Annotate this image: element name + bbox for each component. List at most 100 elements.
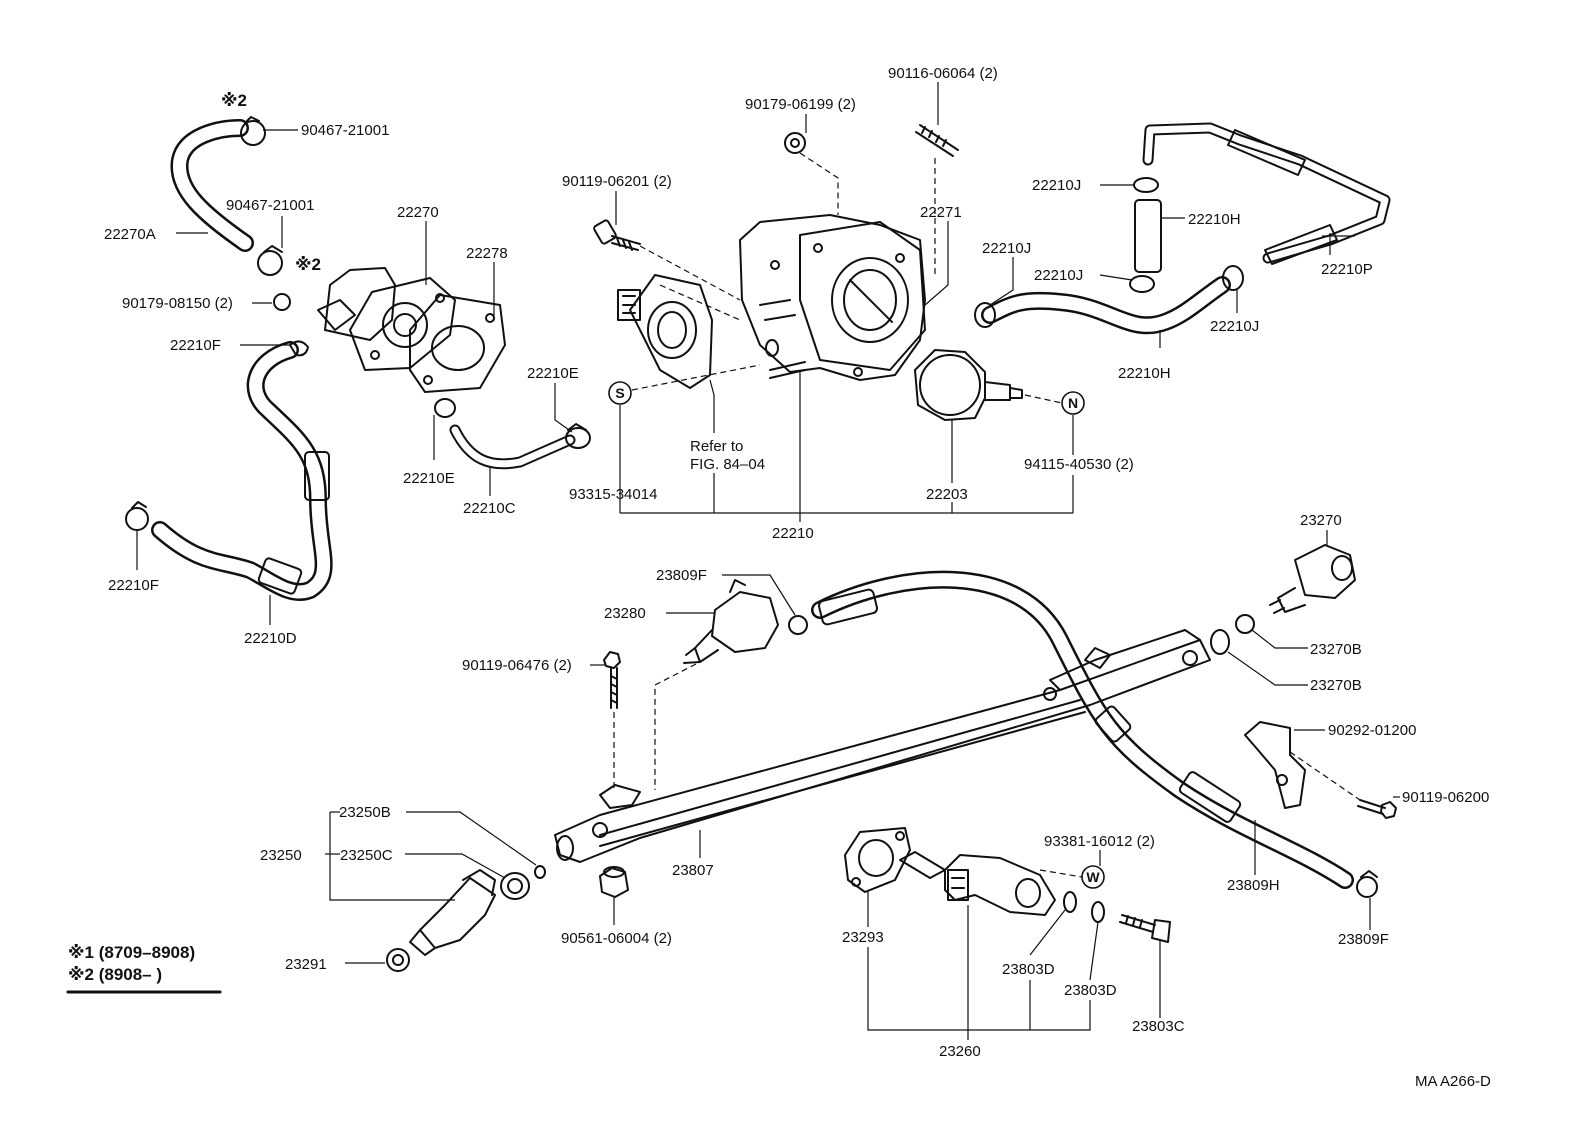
label-93381-16012: 93381-16012 (2) bbox=[1044, 833, 1155, 850]
pressure-regulator-23280 bbox=[683, 579, 779, 664]
label-23270B-1: 23270B bbox=[1310, 641, 1362, 658]
leader-lines bbox=[136, 82, 1400, 1040]
svg-text:N: N bbox=[1068, 395, 1078, 411]
label-23250: 23250 bbox=[260, 847, 302, 864]
clamp-22210J-2 bbox=[974, 302, 996, 328]
label-22270: 22270 bbox=[397, 204, 439, 221]
throttle-body-22210 bbox=[739, 214, 926, 381]
label-23809F-top: 23809F bbox=[656, 567, 707, 584]
insulator-23250C bbox=[500, 872, 530, 900]
label-90119-06201: 90119-06201 (2) bbox=[562, 173, 672, 190]
label-22210H-2: 22210H bbox=[1118, 365, 1171, 382]
label-22271: 22271 bbox=[920, 204, 962, 221]
label-22210F-bottom: 22210F bbox=[108, 577, 159, 594]
washer-W-93381: W bbox=[1081, 865, 1105, 889]
bolt-90119-06200 bbox=[1357, 799, 1397, 819]
label-22210F-top: 22210F bbox=[170, 337, 221, 354]
label-23293: 23293 bbox=[842, 929, 884, 946]
label-22270A: 22270A bbox=[104, 226, 156, 243]
legend: ※1 (8709–8908) ※2 (8908– ) bbox=[66, 943, 222, 994]
label-90292-01200: 90292-01200 bbox=[1328, 722, 1416, 739]
label-23803C: 23803C bbox=[1132, 1018, 1185, 1035]
fuel-hose-23809H bbox=[811, 570, 1354, 889]
gasket-23803D-2 bbox=[1091, 901, 1105, 923]
label-23809F-bottom: 23809F bbox=[1338, 931, 1389, 948]
label-23280: 23280 bbox=[604, 605, 646, 622]
air-valve-22270 bbox=[317, 267, 456, 371]
label-90179-08150: 90179-08150 (2) bbox=[122, 295, 233, 312]
label-23803D-2: 23803D bbox=[1064, 982, 1117, 999]
label-23270B-2: 23270B bbox=[1310, 677, 1362, 694]
label-refer-to: Refer to bbox=[690, 438, 743, 455]
label-90467-21001-top: 90467-21001 bbox=[301, 122, 389, 139]
label-23250B: 23250B bbox=[339, 804, 391, 821]
gasket-23270B-1 bbox=[1235, 614, 1255, 634]
clamp-22210J-3 bbox=[1129, 275, 1155, 293]
o-ring-23250B bbox=[534, 865, 546, 879]
note-mark-2-top: ※2 bbox=[221, 91, 247, 110]
fuel-rail-23807 bbox=[554, 629, 1211, 863]
label-22278: 22278 bbox=[466, 245, 508, 262]
hose-22270A bbox=[170, 119, 254, 252]
svg-text:W: W bbox=[1086, 869, 1100, 885]
grommet-23291 bbox=[386, 948, 410, 972]
screw-N-94115: N bbox=[1061, 391, 1085, 415]
bolt-90119-06201 bbox=[593, 219, 641, 251]
hose-22210H-lower bbox=[981, 276, 1231, 335]
label-23291: 23291 bbox=[285, 956, 327, 973]
label-90179-06199: 90179-06199 (2) bbox=[745, 96, 856, 113]
label-22210J-2: 22210J bbox=[982, 240, 1031, 257]
screw-S-93315: S bbox=[608, 381, 632, 405]
injector-23250 bbox=[409, 869, 496, 956]
pipe-22210P bbox=[1142, 122, 1391, 265]
label-90467-21001-mid: 90467-21001 bbox=[226, 197, 314, 214]
gasket-23270B-2 bbox=[1210, 629, 1230, 655]
clamp-22210J-4 bbox=[1222, 265, 1244, 291]
figure-code: MA A266-D bbox=[1415, 1073, 1491, 1090]
stud-90116-06064 bbox=[915, 124, 959, 157]
label-23807: 23807 bbox=[672, 862, 714, 879]
hose-22210H-vertical bbox=[1134, 199, 1162, 273]
hose-22210D bbox=[151, 341, 333, 601]
label-23803D-1: 23803D bbox=[1002, 961, 1055, 978]
label-22210D: 22210D bbox=[244, 630, 297, 647]
label-90119-06476: 90119-06476 (2) bbox=[462, 657, 572, 674]
idle-speed-control-22203 bbox=[914, 349, 1023, 421]
label-23809H: 23809H bbox=[1227, 877, 1280, 894]
svg-text:S: S bbox=[615, 385, 624, 401]
bolt-90119-06476 bbox=[603, 651, 621, 709]
clamp-22210J-1 bbox=[1133, 177, 1159, 193]
label-94115-40530: 94115-40530 (2) bbox=[1024, 456, 1134, 473]
label-22210J-3: 22210J bbox=[1034, 267, 1083, 284]
label-22210H-1: 22210H bbox=[1188, 211, 1241, 228]
label-23250C: 23250C bbox=[340, 847, 393, 864]
clamp-22210E-right bbox=[565, 423, 591, 449]
clamp-22210E-left bbox=[434, 398, 456, 418]
throttle-position-sensor bbox=[617, 274, 713, 389]
label-22210E-left: 22210E bbox=[403, 470, 455, 487]
gasket-23293 bbox=[844, 827, 911, 893]
legend-line-2: ※2 (8908– ) bbox=[68, 965, 162, 984]
label-23260: 23260 bbox=[939, 1043, 981, 1060]
clamp-22210F-top bbox=[289, 340, 309, 357]
hose-clamp-90467-mid bbox=[257, 245, 283, 276]
hose-clamp-90467-top bbox=[240, 116, 266, 146]
label-90116-06064: 90116-06064 (2) bbox=[888, 65, 998, 82]
alignment-lines bbox=[613, 152, 1361, 878]
pulsation-damper-23270 bbox=[1269, 544, 1356, 614]
union-bolt-23803C bbox=[1119, 914, 1171, 943]
label-93315-34014: 93315-34014 bbox=[569, 486, 657, 503]
part-labels: ※2 90467-21001 90467-21001 ※2 22270A 222… bbox=[104, 65, 1489, 1060]
cold-start-injector-23260 bbox=[899, 851, 1056, 916]
label-22210J-1: 22210J bbox=[1032, 177, 1081, 194]
clamp-23809F-top bbox=[788, 615, 808, 635]
label-90119-06200: 90119-06200 bbox=[1402, 789, 1489, 806]
gasket-22278 bbox=[409, 294, 506, 393]
gasket-23803D-1 bbox=[1063, 891, 1077, 913]
label-refer-fig: FIG. 84–04 bbox=[690, 456, 765, 473]
clamp-22210F-bottom bbox=[125, 501, 149, 531]
label-90561-06004: 90561-06004 (2) bbox=[561, 930, 672, 947]
label-22210P: 22210P bbox=[1321, 261, 1373, 278]
nut-90179-06199 bbox=[784, 132, 806, 154]
